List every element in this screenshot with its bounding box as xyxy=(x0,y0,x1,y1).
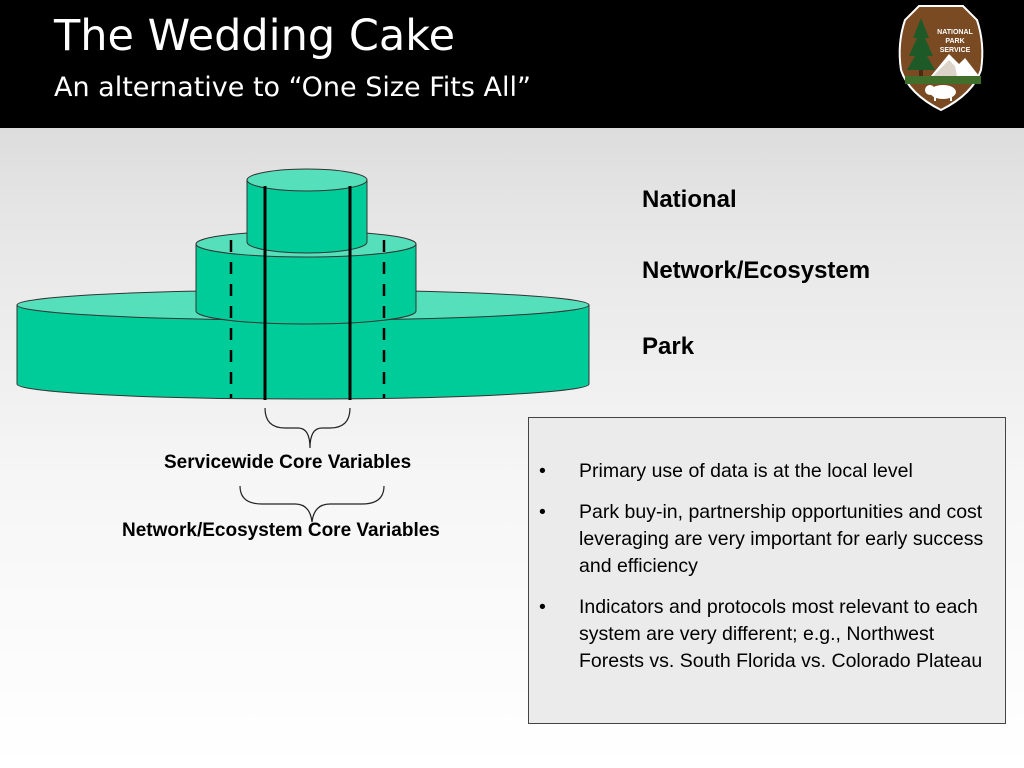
bullet-marker: • xyxy=(539,596,546,618)
bison-icon xyxy=(925,85,956,101)
servicewide-core-variables-label: Servicewide Core Variables xyxy=(164,452,412,473)
logo-text-service: SERVICE xyxy=(940,47,971,54)
notes-box: • Primary use of data is at the local le… xyxy=(528,417,1006,724)
cake-tier-top xyxy=(246,168,368,254)
network-brace xyxy=(239,485,385,523)
bullet-marker: • xyxy=(539,501,546,523)
list-item-text: Primary use of data is at the local leve… xyxy=(579,460,913,482)
network-core-variables-label: Network/Ecosystem Core Variables xyxy=(122,520,440,541)
slide-header: The Wedding Cake An alternative to “One … xyxy=(0,0,1024,128)
meadow xyxy=(905,76,981,84)
level-label-park: Park xyxy=(642,333,695,360)
logo-text-national: NATIONAL xyxy=(937,29,973,36)
notes-list: • Primary use of data is at the local le… xyxy=(537,458,991,675)
list-item: • Park buy-in, partnership opportunities… xyxy=(537,499,991,580)
wedding-cake-diagram xyxy=(16,168,590,400)
sequoia-tree-icon xyxy=(907,18,935,82)
mountain-shadow xyxy=(933,60,957,76)
level-label-network: Network/Ecosystem xyxy=(642,257,871,284)
core-variable-braces xyxy=(239,407,385,523)
servicewide-brace xyxy=(264,407,351,449)
logo-text-park: PARK xyxy=(945,38,964,45)
list-item: • Indicators and protocols most relevant… xyxy=(537,594,991,675)
slide-subtitle: An alternative to “One Size Fits All” xyxy=(54,72,531,103)
nps-arrowhead-logo: NATIONAL PARK SERVICE xyxy=(898,5,984,112)
bullet-marker: • xyxy=(539,460,546,482)
list-item: • Primary use of data is at the local le… xyxy=(537,458,991,485)
list-item-text: Indicators and protocols most relevant t… xyxy=(579,596,983,672)
slide-title: The Wedding Cake xyxy=(54,11,456,61)
list-item-text: Park buy-in, partnership opportunities a… xyxy=(579,501,984,577)
level-label-national: National xyxy=(642,186,737,213)
